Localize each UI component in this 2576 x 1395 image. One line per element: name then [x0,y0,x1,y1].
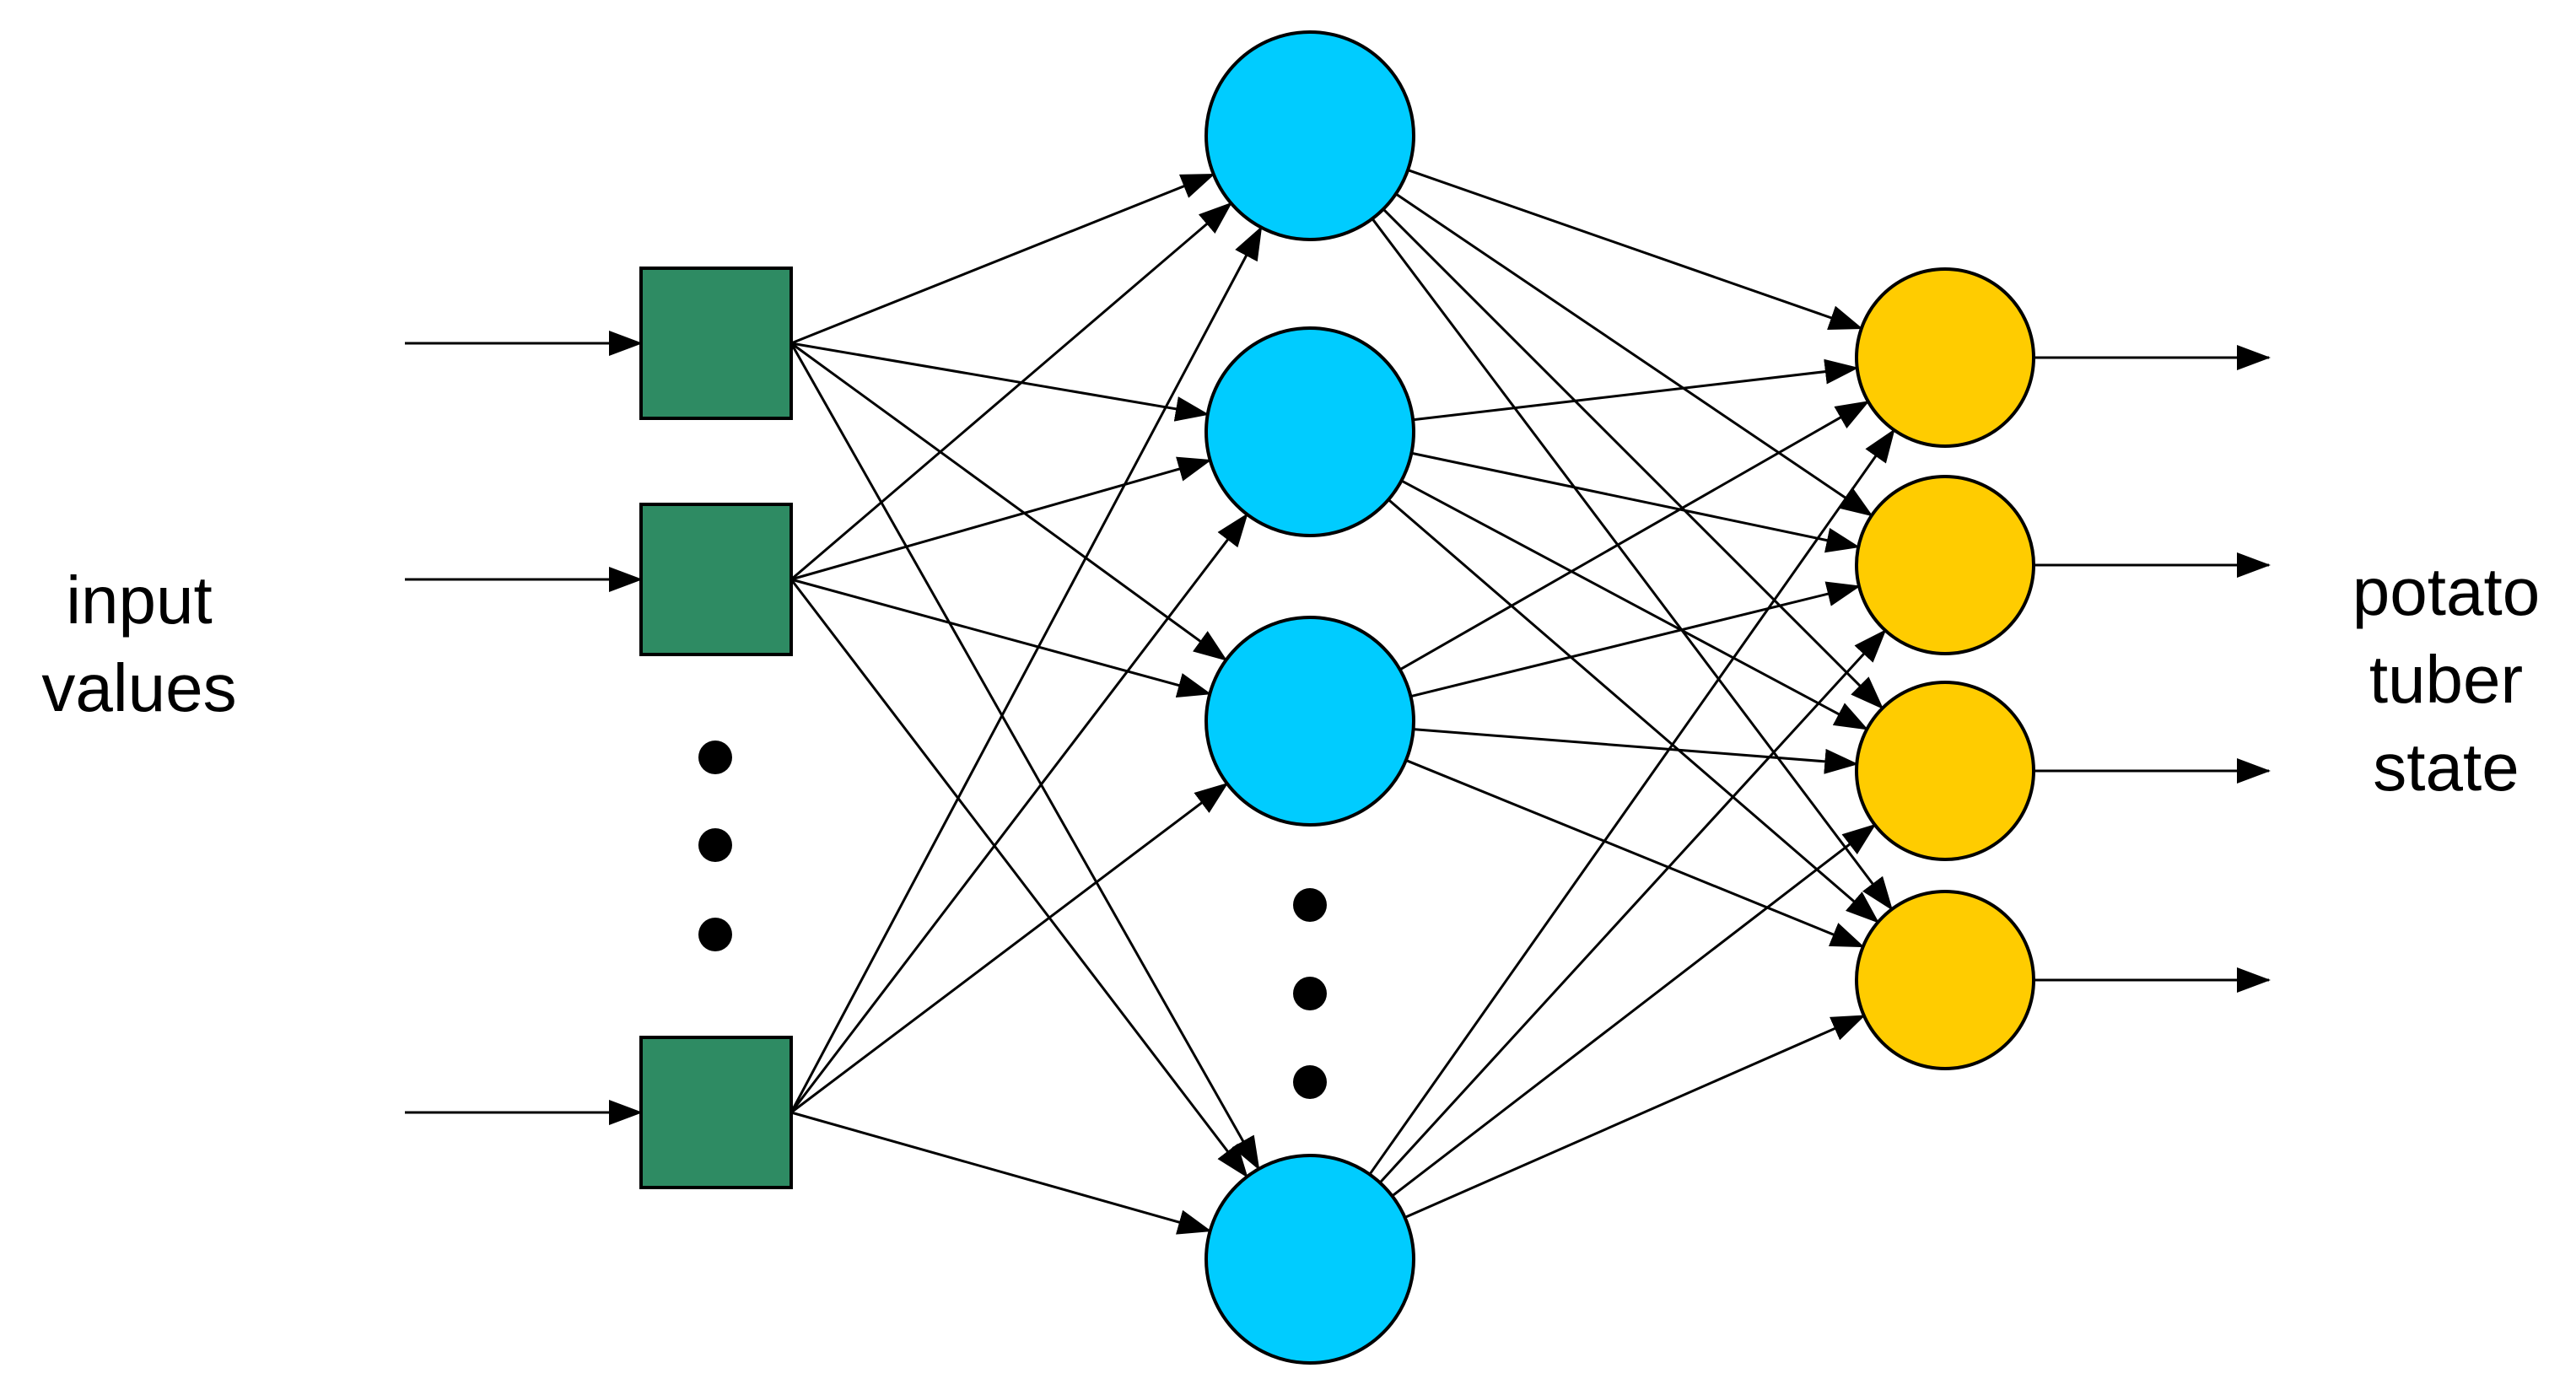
hidden-ellipsis-dot-2 [1293,977,1327,1010]
edge-input-3-to-hidden-3 [790,782,1229,1114]
edge-hidden-3-to-output-2 [1410,581,1861,698]
io-arrows-group [405,331,2271,1125]
output-node-4 [1855,890,2035,1070]
hidden-node-2 [1204,326,1415,537]
output-label-line-3: state [2373,730,2519,805]
potato-tuber-state-label: potato tuber state [2328,548,2564,811]
hidden-node-1 [1204,30,1415,241]
edge-input-1-to-hidden-4 [790,342,1260,1171]
edge-input-2-to-hidden-1 [790,202,1233,581]
edge-hidden-4-to-output-2 [1378,628,1887,1184]
edge-hidden-1-to-output-3 [1382,207,1884,710]
edge-hidden-4-to-output-4 [1404,1014,1866,1219]
edge-hidden-2-to-output-3 [1400,479,1869,730]
input-label-line-1: input [66,563,213,638]
hidden-ellipsis-dot-3 [1293,1065,1327,1099]
input-node-2 [639,503,793,656]
hidden-node-4 [1204,1154,1415,1365]
input-ellipsis-dot-1 [698,741,732,774]
input-ellipsis-dot-2 [698,828,732,862]
edge-input-3-to-hidden-2 [790,513,1248,1113]
edge-hidden-3-to-output-3 [1413,728,1859,774]
edge-input-3-to-hidden-1 [790,225,1263,1113]
input-node-1 [639,267,793,420]
input-ellipsis-dot-3 [698,918,732,951]
hidden-ellipsis-dot-1 [1293,888,1327,922]
edge-hidden-2-to-output-4 [1388,498,1880,924]
output-node-2 [1855,475,2035,655]
edge-hidden-2-to-output-1 [1412,358,1859,422]
output-node-1 [1855,267,2035,448]
edge-hidden-2-to-output-2 [1411,451,1861,553]
output-node-3 [1855,681,2035,861]
connections-group [790,169,1895,1235]
hidden-node-3 [1204,616,1415,827]
input-node-3 [639,1036,793,1189]
input-values-label: input values [0,557,278,732]
edge-input-2-to-hidden-2 [790,456,1212,581]
input-label-line-2: values [41,650,237,725]
edge-hidden-1-to-output-2 [1395,192,1873,517]
edge-hidden-1-to-output-1 [1407,169,1863,331]
edge-hidden-4-to-output-3 [1391,823,1877,1198]
ellipsis-group [698,741,1327,1099]
edge-hidden-3-to-output-4 [1405,759,1865,948]
edge-input-2-to-hidden-4 [790,579,1248,1178]
edge-hidden-4-to-output-1 [1368,428,1895,1176]
edge-input-3-to-hidden-4 [790,1111,1212,1235]
edge-input-1-to-hidden-3 [790,342,1228,661]
edge-hidden-3-to-output-1 [1399,400,1870,671]
edge-input-1-to-hidden-1 [790,173,1215,345]
edge-input-1-to-hidden-2 [790,342,1210,422]
edge-hidden-1-to-output-4 [1371,218,1894,911]
output-label-line-1: potato [2352,554,2541,629]
nodes-group [639,30,2035,1365]
output-label-line-2: tuber [2369,642,2524,717]
edge-input-2-to-hidden-3 [790,578,1212,698]
